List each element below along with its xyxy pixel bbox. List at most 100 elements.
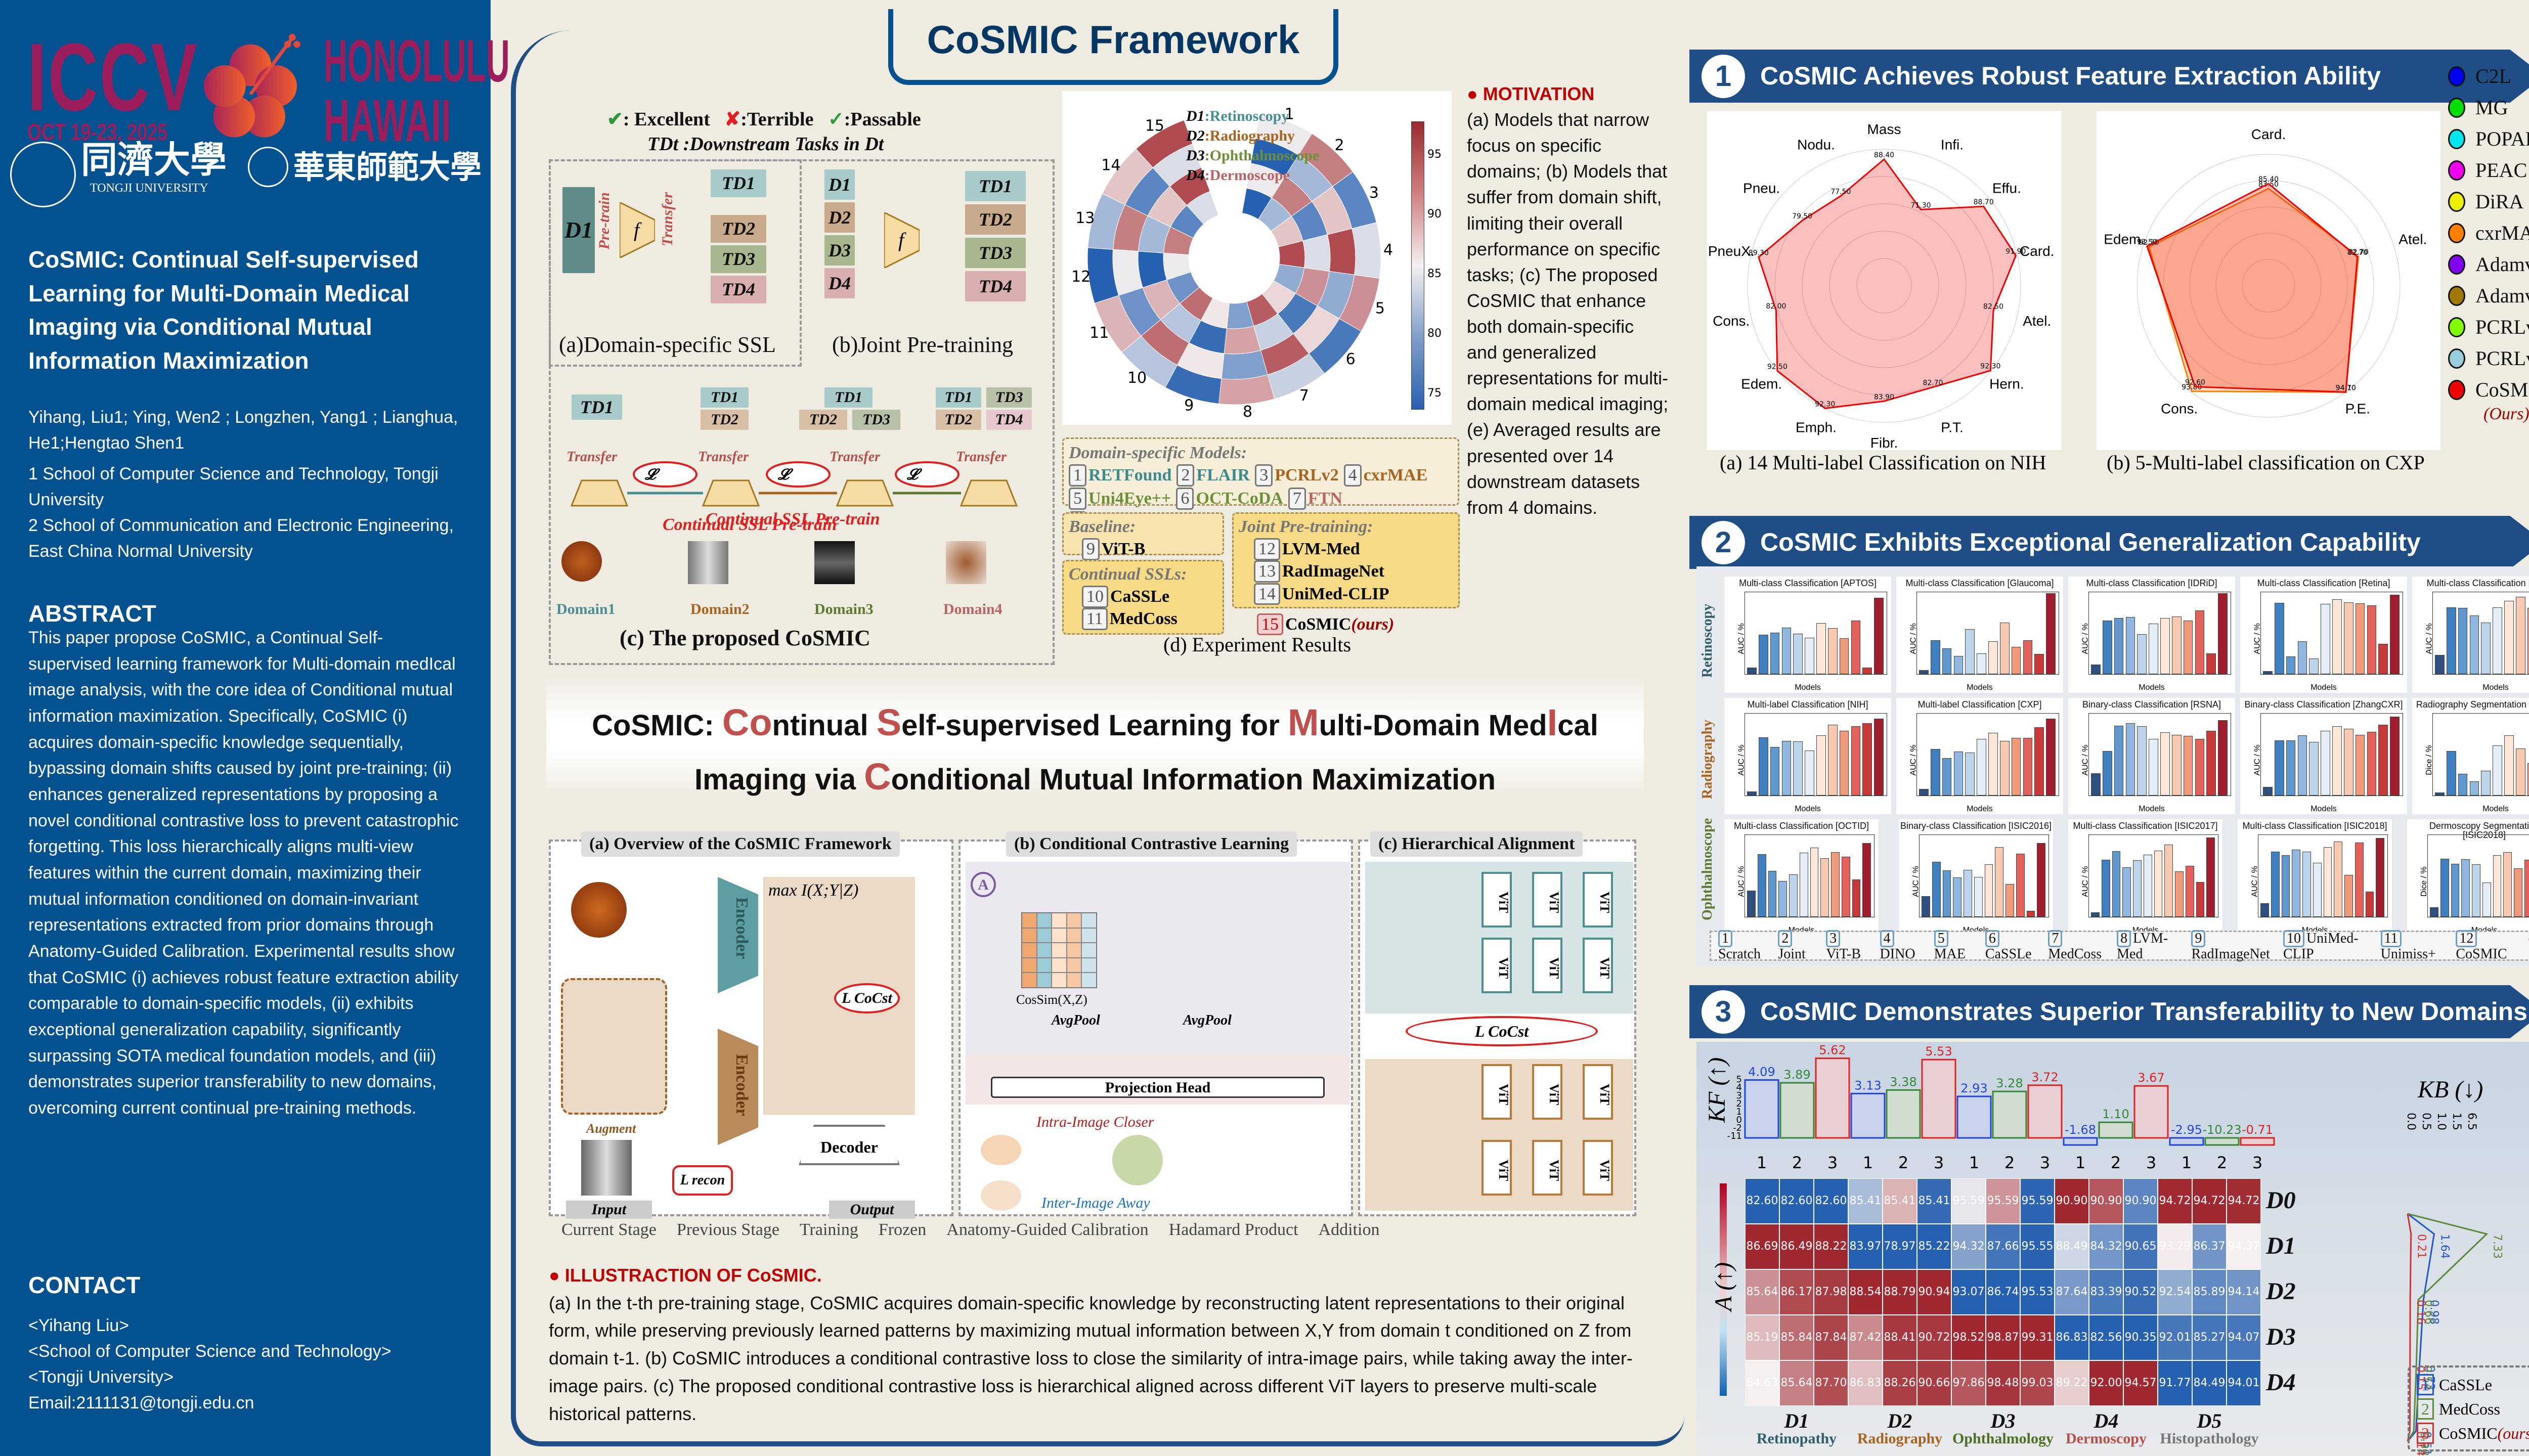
heatmap-cell: 95.59 [2020,1178,2055,1224]
sunburst-spoke-label: 13 [1075,209,1095,227]
plot-area [2260,592,2403,675]
radar-axis-label: P.E. [2345,401,2370,417]
mini-chart: Multi-class Classification [ISIC2017]AUC… [2068,819,2222,936]
kf-bar [2169,1137,2204,1146]
ours-tag: (ours) [2528,930,2529,961]
model-legend-item: 2Joint [1778,930,1813,961]
heatmap-cell: 92.01 [2158,1315,2192,1360]
sunburst-spoke-label: 2 [1334,137,1344,154]
bar-model-6 [2149,739,2158,796]
heatmap-cell: 98.48 [1986,1360,2020,1406]
stage3-td3: TD3 [852,410,900,430]
radar-axis-label: P.T. [1941,419,1964,435]
heatmap-row-label: D0 [2266,1187,2296,1214]
td-definition: TDt :Downstream Tasks in Dt [647,134,884,155]
recon-loss: L recon [672,1165,733,1196]
plot-area [2258,834,2388,917]
bar-model-11 [1862,668,1872,674]
bar-model-1 [2435,655,2445,674]
mini-chart: Multi-class Classification [OCTID]AUC / … [1724,819,1879,936]
bar-model-8 [2164,845,2173,917]
projection-head: Projection Head [991,1077,1325,1098]
kf-bar [1850,1092,1886,1139]
continual-ssl-heading: Continual SSLs: [1069,565,1187,584]
heatmap-cell: 86.83 [1848,1360,1883,1406]
kf-y-tick: 3 [1736,1090,1742,1101]
kf-y-tick: 4 [1736,1082,1742,1093]
heatmap-cell: 94.72 [2192,1178,2227,1224]
framework-frame [511,30,1684,1446]
sunburst-cell [1302,234,1331,272]
heatmap-cell: 90.94 [1917,1269,1951,1315]
bar-model-2 [2102,751,2112,796]
heatmap-cell: 90.65 [2123,1224,2158,1269]
radar-grid [2163,180,2374,391]
cossim-cell [1066,973,1082,988]
model-name: RadImageNet [1282,562,1385,581]
model-legend-name: Joint [1778,946,1806,962]
radar-grid [2189,206,2348,365]
contact-email[interactable]: Email:2111131@tongji.edu.cn [28,1393,254,1413]
bar-model-3 [2458,607,2468,674]
heatmap-cell: 88.22 [1814,1224,1848,1269]
legend-swatch [2448,254,2465,275]
bar-model-10 [2195,610,2205,674]
heatmap-cell: 82.60 [1779,1178,1814,1224]
transfer-label-1: Transfer [566,449,618,465]
bar-model-8 [1820,858,1829,917]
model-name: FLAIR [1196,466,1250,485]
model-number: 6 [1176,488,1194,510]
model-legend-number: 7 [2048,930,2063,947]
heatmap-cell: 87.66 [1986,1224,2020,1269]
bar-model-1 [2263,671,2273,674]
bar-model-3 [2112,851,2121,917]
heatmap-row-label: D3 [2266,1323,2296,1350]
plot-area [1745,713,1887,796]
cossim-cell [1052,957,1067,973]
chart-title: Multi-class Classification [APTOS] [1739,578,1877,588]
domain-name: :Radiography [1204,127,1295,144]
mini-chart: Binary-class Classification [RSNA]AUC / … [2068,698,2235,814]
radar-legend-item: MG [2448,92,2529,123]
cossim-cell [1022,928,1037,943]
bar-model-2 [2102,621,2112,674]
overview-panel: (a) Overview of the CoSMIC Framework Enc… [549,831,953,1219]
x-axis-label: Models [1967,683,1993,692]
domain-group-symbol: D2 [1887,1409,1912,1432]
bar-model-4 [2297,735,2307,796]
legend-item-1: Previous Stage [676,1220,779,1239]
cossim-cell [1052,973,1067,988]
bar-model-4 [2297,641,2307,674]
cossim-cell [1036,973,1052,988]
bar-model-5 [1965,629,1975,674]
radar-axis-label: Cons. [1713,313,1750,329]
bar-model-7 [1984,864,1993,917]
domain3-label: Domain3 [814,601,874,617]
heatmap-cell: 85.41 [1883,1178,1917,1224]
bar-model-4 [2292,849,2300,917]
bar-model-6 [1805,638,1814,674]
radar-axis-label: Card. [2020,243,2054,259]
positive-x-node [981,1135,1021,1165]
bar-model-5 [2302,852,2311,917]
chart-title: Binary-class Classification [RSNA] [2082,699,2221,710]
bar-model-4 [1953,751,1964,796]
heatmap-cell: 97.86 [1951,1360,1986,1406]
bar-model-10 [1851,726,1861,796]
sunburst-cell [1136,119,1193,168]
heatmap-cell: 87.84 [1814,1315,1848,1360]
vit-block: ViT [1481,1064,1512,1120]
bar-model-2 [1758,635,1768,674]
bar-model-10 [2367,605,2377,674]
legend-item-3: Frozen [878,1220,927,1239]
bar-model-1 [2430,907,2438,917]
model-legend-number: 10 [2283,930,2304,947]
cossim-matrix [1021,912,1097,988]
vit-block: ViT [1532,872,1562,928]
vit-block: ViT [1481,938,1512,993]
bar-model-4 [2461,859,2470,917]
domain-group-name: Retinopathy [1756,1430,1837,1447]
model-name: ViT-B [1102,540,1146,559]
